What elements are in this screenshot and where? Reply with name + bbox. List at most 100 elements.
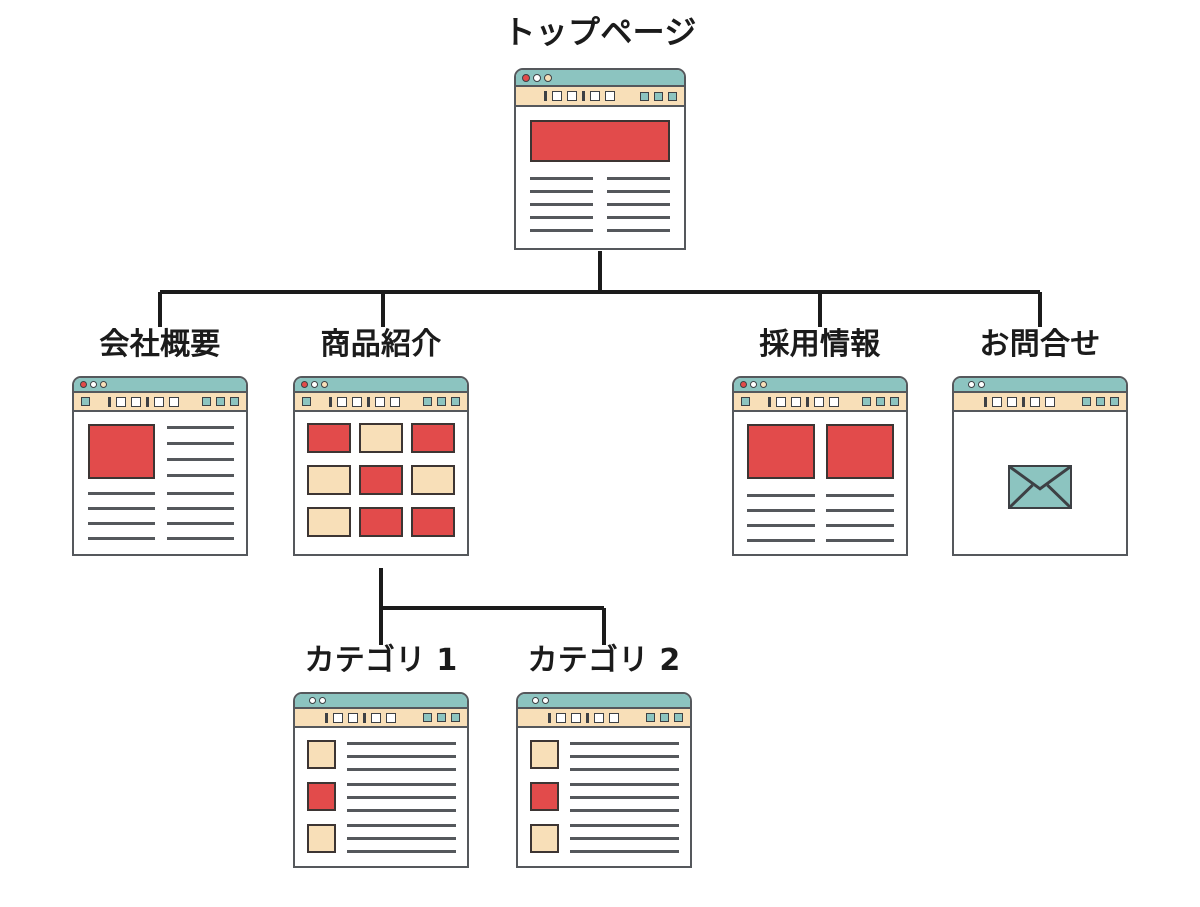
toolbar-square-icon[interactable] bbox=[116, 396, 126, 407]
text-line bbox=[570, 796, 679, 799]
toolbar-square-icon[interactable] bbox=[566, 91, 577, 101]
product-tile[interactable] bbox=[359, 507, 403, 537]
node-category1[interactable]: カテゴリ 1 bbox=[271, 646, 491, 868]
toolbar-teal-square-icon[interactable] bbox=[423, 397, 432, 406]
toolbar-square-icon[interactable] bbox=[385, 712, 396, 723]
toolbar-teal-square-icon[interactable] bbox=[1096, 397, 1105, 406]
product-tile[interactable] bbox=[359, 423, 403, 453]
list-item-thumbnail bbox=[307, 782, 336, 811]
product-tile[interactable] bbox=[411, 507, 455, 537]
toolbar-teal-square-icon[interactable] bbox=[1110, 397, 1119, 406]
text-line bbox=[607, 177, 670, 180]
toolbar-teal-square-icon[interactable] bbox=[741, 397, 750, 406]
toolbar-center-group bbox=[961, 396, 1077, 407]
page-content bbox=[74, 412, 246, 554]
toolbar-square-icon[interactable] bbox=[555, 712, 566, 723]
toolbar-square-icon[interactable] bbox=[1044, 396, 1055, 407]
toolbar-square-icon[interactable] bbox=[337, 396, 347, 407]
content-image bbox=[88, 424, 155, 479]
toolbar-square-icon[interactable] bbox=[776, 396, 786, 407]
toolbar-teal-square-icon[interactable] bbox=[451, 397, 460, 406]
toolbar-square-icon[interactable] bbox=[375, 396, 385, 407]
node-top[interactable]: トップページ bbox=[470, 16, 730, 250]
toolbar-square-icon[interactable] bbox=[829, 396, 839, 407]
toolbar-teal-square-icon[interactable] bbox=[81, 397, 90, 406]
text-line bbox=[607, 203, 670, 206]
toolbar-teal-square-icon[interactable] bbox=[216, 397, 225, 406]
toolbar-teal-square-icon[interactable] bbox=[1082, 397, 1091, 406]
text-line bbox=[530, 216, 593, 219]
toolbar-square-icon[interactable] bbox=[791, 396, 801, 407]
toolbar-bar-icon[interactable] bbox=[329, 396, 332, 407]
product-tile[interactable] bbox=[411, 465, 455, 495]
toolbar-teal-square-icon[interactable] bbox=[437, 713, 446, 722]
toolbar-square-icon[interactable] bbox=[604, 91, 615, 101]
product-tile[interactable] bbox=[307, 465, 351, 495]
toolbar-bar-icon[interactable] bbox=[768, 396, 771, 407]
titlebar bbox=[295, 378, 467, 393]
product-tile[interactable] bbox=[307, 507, 351, 537]
toolbar-square-icon[interactable] bbox=[1029, 396, 1040, 407]
toolbar-bar-icon[interactable] bbox=[324, 712, 328, 723]
toolbar-teal-square-icon[interactable] bbox=[646, 713, 655, 722]
text-line bbox=[570, 768, 679, 771]
toolbar-teal-square-icon[interactable] bbox=[437, 397, 446, 406]
toolbar-square-icon[interactable] bbox=[551, 91, 562, 101]
toolbar-teal-square-icon[interactable] bbox=[451, 713, 460, 722]
node-company-title: 会社概要 bbox=[99, 327, 221, 362]
product-tile[interactable] bbox=[411, 423, 455, 453]
toolbar-square-icon[interactable] bbox=[589, 91, 600, 101]
node-products[interactable]: 商品紹介 bbox=[271, 330, 491, 556]
toolbar-bar-icon[interactable] bbox=[585, 712, 589, 723]
node-company[interactable]: 会社概要 bbox=[50, 330, 270, 556]
toolbar-bar-icon[interactable] bbox=[362, 712, 366, 723]
toolbar-teal-square-icon[interactable] bbox=[230, 397, 239, 406]
toolbar-teal-square-icon[interactable] bbox=[423, 713, 432, 722]
text-line bbox=[167, 507, 234, 510]
text-line bbox=[88, 522, 155, 525]
toolbar-teal-square-icon[interactable] bbox=[640, 91, 649, 101]
toolbar-square-icon[interactable] bbox=[1006, 396, 1017, 407]
toolbar-bar-icon[interactable] bbox=[806, 396, 809, 407]
toolbar-bar-icon[interactable] bbox=[367, 396, 370, 407]
toolbar-teal-square-icon[interactable] bbox=[876, 397, 885, 406]
toolbar-teal-square-icon[interactable] bbox=[660, 713, 669, 722]
toolbar-square-icon[interactable] bbox=[169, 396, 179, 407]
toolbar-square-icon[interactable] bbox=[370, 712, 381, 723]
toolbar-bar-icon[interactable] bbox=[983, 396, 987, 407]
node-category2[interactable]: カテゴリ 2 bbox=[494, 646, 714, 868]
toolbar-bar-icon[interactable] bbox=[543, 91, 547, 101]
toolbar-square-icon[interactable] bbox=[593, 712, 604, 723]
product-tile[interactable] bbox=[307, 423, 351, 453]
toolbar-bar-icon[interactable] bbox=[547, 712, 551, 723]
toolbar-bar-icon[interactable] bbox=[581, 91, 585, 101]
toolbar-bar-icon[interactable] bbox=[108, 396, 111, 407]
toolbar-teal-square-icon[interactable] bbox=[668, 91, 677, 101]
toolbar-square-icon[interactable] bbox=[608, 712, 619, 723]
node-top-window bbox=[514, 68, 686, 250]
node-recruit-title: 採用情報 bbox=[759, 327, 881, 362]
toolbar-square-icon[interactable] bbox=[570, 712, 581, 723]
product-tile[interactable] bbox=[359, 465, 403, 495]
toolbar-square-icon[interactable] bbox=[131, 396, 141, 407]
toolbar-teal-square-icon[interactable] bbox=[202, 397, 211, 406]
toolbar-bar-icon[interactable] bbox=[146, 396, 149, 407]
toolbar-square-icon[interactable] bbox=[332, 712, 343, 723]
window-dot-white bbox=[319, 697, 326, 704]
toolbar-teal-square-icon[interactable] bbox=[302, 397, 311, 406]
toolbar bbox=[295, 393, 467, 412]
node-contact[interactable]: お問合せ bbox=[930, 330, 1150, 556]
toolbar-square-icon[interactable] bbox=[154, 396, 164, 407]
toolbar-teal-square-icon[interactable] bbox=[654, 91, 663, 101]
toolbar-square-icon[interactable] bbox=[352, 396, 362, 407]
toolbar-square-icon[interactable] bbox=[390, 396, 400, 407]
toolbar-square-icon[interactable] bbox=[347, 712, 358, 723]
toolbar-teal-square-icon[interactable] bbox=[674, 713, 683, 722]
node-recruit[interactable]: 採用情報 bbox=[710, 330, 930, 556]
toolbar-square-icon[interactable] bbox=[814, 396, 824, 407]
toolbar-bar-icon[interactable] bbox=[1021, 396, 1025, 407]
toolbar-square-icon[interactable] bbox=[991, 396, 1002, 407]
toolbar-teal-square-icon[interactable] bbox=[890, 397, 899, 406]
list-item-thumbnail bbox=[530, 782, 559, 811]
toolbar-teal-square-icon[interactable] bbox=[862, 397, 871, 406]
